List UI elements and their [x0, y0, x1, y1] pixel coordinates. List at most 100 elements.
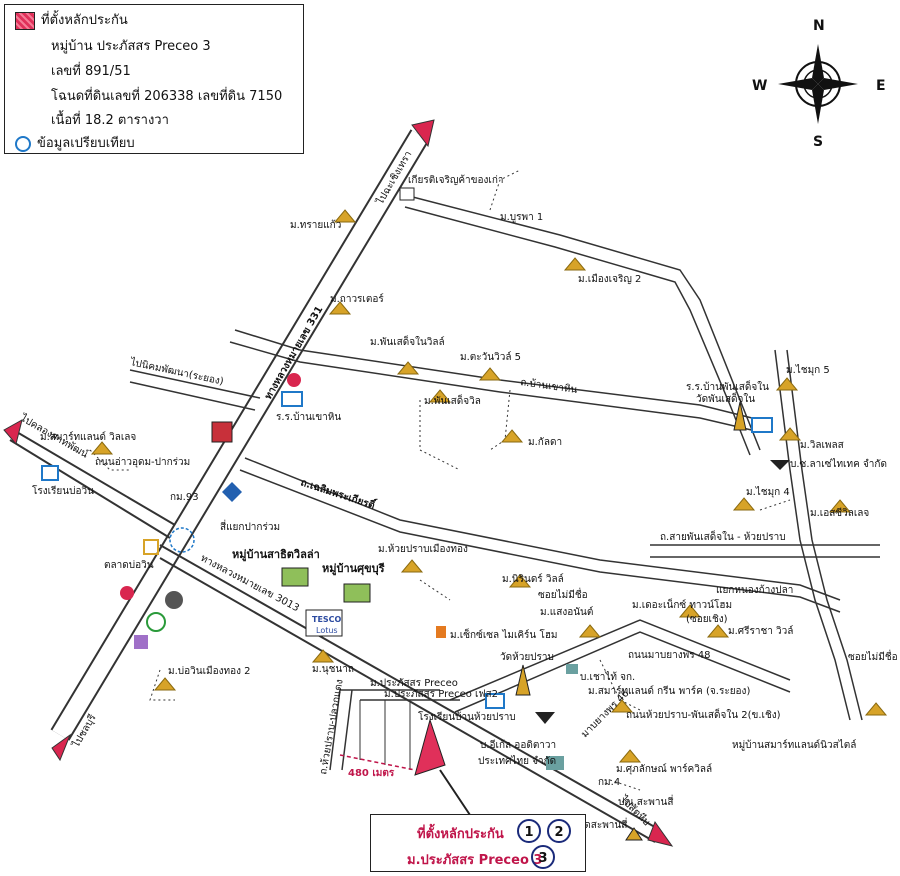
callout-num1: 1 [517, 819, 541, 843]
label-kanda: ม.กัลดา [528, 437, 562, 448]
label-road-hp-phansadet: ถนนห้วยปราบ-พันเสด็จใน 2(ข.เชิง) [626, 707, 781, 721]
temple2-icon [733, 401, 747, 431]
label-saeng-anan: ม.แสงอนันต์ [540, 606, 593, 618]
label-school-phansadet: ร.ร.บ้านพันเสด็จใน [686, 379, 769, 393]
label-lotus: Lotus [316, 626, 338, 635]
label-sukhumvit: หมู่บ้านศุขบุรี [322, 562, 385, 576]
ptt-icon [165, 591, 183, 609]
callout-line2: ม.ประภัสสร Preceo 3 [407, 853, 543, 868]
label-km4: กม.4 [598, 777, 620, 788]
label-road-aojudom: ถนนอ่าวอุดม-ปากร่วม [95, 457, 190, 468]
legend-circle-icon [15, 135, 31, 152]
label-school-khaohin: ร.ร.บ้านเขาหิน [276, 411, 341, 423]
label-wat-phansadet: วัดพันเสด็จใน [696, 391, 755, 405]
gas-station2-icon [120, 586, 134, 600]
parcel-lines [359, 700, 411, 770]
m-logo-icon [211, 421, 233, 443]
arrow-west-icon [3, 419, 23, 446]
label-tesco: TESCO [312, 615, 342, 624]
legend-deed: โฉนดที่ดินเลขที่ 206338 เลขที่ดิน 7150 [51, 89, 283, 104]
village-icons [90, 209, 888, 763]
tesco-logo [305, 609, 343, 637]
label-chaitai: บ.เชาไท้ จก. [580, 671, 635, 683]
junction-circle-icon [169, 527, 195, 553]
label-smartland-newstyle: หมู่บ้านสมาร์ทแลนด์นิวสไตล์ [732, 739, 856, 751]
seven-eleven-icon [436, 626, 446, 638]
label-school-bowin: โรงเรียนบ่อวิน [32, 484, 94, 497]
school-phansadet-icon [751, 417, 773, 433]
callout-line1: ที่ตั้งหลักประกัน [417, 827, 504, 842]
arrow-sattahip-icon [647, 820, 674, 847]
label-ek-auto2: ประเทศไทย จำกัด [478, 755, 556, 767]
label-road-saiphan: ถ.สายพันเสด็จใน - ห้วยปราบ [660, 529, 786, 543]
callout-num2: 2 [547, 819, 571, 843]
label-school-huai-prap: โรงเรียนบ้านห้วยปราบ [418, 710, 516, 723]
label-preceo-phase2: ม.ประภัสสร Preceo เฟส2 [384, 689, 498, 700]
legend-area: เนื้อที่ 18.2 ตารางวา [51, 113, 169, 128]
label-road-chaloem: ถ.เฉลิมพระเกียรติ์ [299, 475, 378, 513]
compass-icon [778, 44, 858, 124]
temple-icon [515, 664, 531, 696]
label-es-village: ม.เอสซีวิลเลจ [810, 507, 869, 519]
label-suphak: ม.ศุภลักษณ์ พาร์ควิลล์ [616, 763, 712, 775]
label-seven: ม.เซ็กซ์เซล ไมเคิร์น โฮม [450, 627, 558, 641]
local-roads [89, 169, 791, 791]
label-chaimuk5: ม.ไชมุก 5 [786, 364, 830, 376]
label-sathit: หมู่บ้านสาธิตวิลล่า [232, 548, 320, 562]
legend-number: เลขที่ 891/51 [51, 64, 131, 79]
road-west [9, 427, 176, 539]
label-smart-green: ม.สมาร์ทแลนด์ กรีน พาร์ค (จ.ระยอง) [588, 685, 750, 697]
factory-icon [546, 756, 564, 770]
callout-num3: 3 [531, 845, 555, 869]
compass-w: W [752, 78, 767, 94]
label-market-bowin: ตลาดบ่อวิน [104, 560, 154, 571]
bangchak-icon [146, 612, 166, 632]
compass-n: N [813, 18, 825, 34]
legend-project: หมู่บ้าน ประภัสสร Preceo 3 [51, 39, 211, 54]
market-icon [143, 539, 159, 555]
label-sriracha: ม.ศรีราชา วิวล์ [728, 625, 793, 637]
legend-swatch-icon [15, 11, 35, 30]
label-burapha1: ม.บูรพา 1 [500, 212, 543, 223]
label-to-nikhom: ไปนิคมพัฒนา(ระยอง) [128, 356, 224, 388]
label-bc-tech: บ.ซ.ลาเซ่ไทเทค จำกัด [790, 458, 887, 470]
legend-location: ที่ตั้งหลักประกัน [41, 13, 128, 28]
label-decenter: ม.เดอะเน็กซ์ ทาวน์โฮม [632, 597, 732, 611]
target-parcel-icon [414, 718, 446, 776]
school-bowin-icon [41, 465, 59, 481]
label-junction: สี่แยกปากร่วม [220, 519, 280, 533]
arrow-south-icon [51, 733, 72, 762]
label-road-khaohin: ถ.บ้านเขาหิน [520, 376, 579, 396]
compass-s: S [813, 134, 823, 150]
label-nuchakorn: ม.นุชนาถ [312, 664, 354, 675]
label-preceo: ม.ประภัสสร Preceo [370, 678, 458, 689]
label-villapark: ม.วิลเพลส [800, 440, 844, 451]
label-phan-vi: ม.พันเสด็จวิล [424, 393, 481, 407]
label-chaimuk4: ม.ไชมุก 4 [746, 486, 790, 498]
arrow-north-icon [411, 119, 435, 148]
gas-station-icon [287, 373, 301, 387]
village-sukhum-icon [343, 583, 371, 603]
label-tawan-tower: ม.ถาวรเตอร์ [330, 293, 384, 305]
label-soi-mai-chue: ซอยไม่มีชื่อ [538, 587, 588, 601]
label-kiat: เกียรติเจริญค้าของเก่า [408, 174, 503, 186]
label-huai-prap-thong: ม.ห้วยปราบเมืองทอง [378, 543, 468, 555]
label-ek-auto: บ.อีเก้ล ออดิตาวา [480, 739, 556, 751]
label-road-mab: ถนนมาบยางพร 48 [628, 650, 711, 661]
label-bowin-thong2: ม.บ่อวินเมืองทอง 2 [168, 665, 251, 677]
village-sathit-icon [281, 567, 309, 587]
school-khaohin-icon [281, 391, 303, 407]
label-phan-villa: ม.พันเสด็จในวิลล์ [370, 334, 445, 348]
kiat-shop-icon [399, 187, 415, 201]
intersection-icon [535, 712, 555, 724]
hospital-icon [134, 635, 148, 649]
label-smart-village: ม.สมาร์ทแลนด์ วิลเลจ [40, 431, 136, 443]
legend: ที่ตั้งหลักประกัน หมู่บ้าน ประภัสสร Prec… [4, 4, 304, 154]
label-post-office: ปณ.สะพานสี่ [618, 794, 673, 808]
bank-icon [222, 482, 242, 502]
label-decenter2: (ซอยเชิง) [686, 614, 728, 625]
highway-331 [50, 129, 430, 741]
intersection2-icon [770, 460, 790, 470]
label-wat-huai-prap: วัดห้วยปราบ [500, 651, 554, 663]
